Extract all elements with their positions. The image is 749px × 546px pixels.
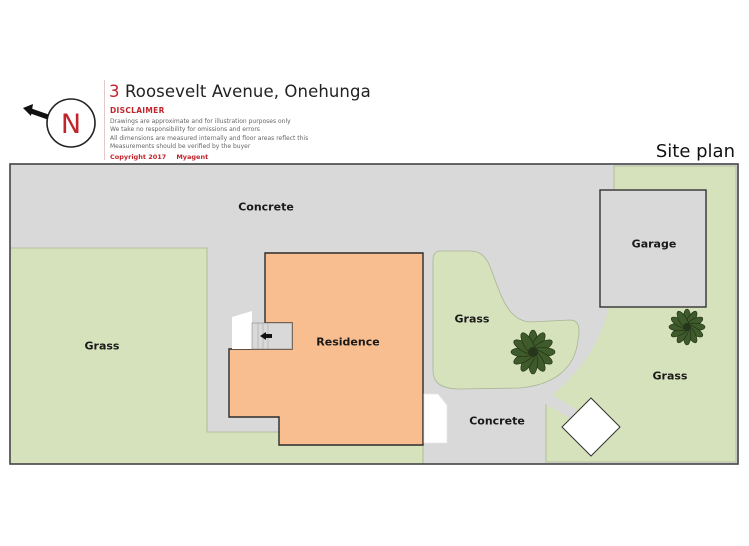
copyright-notice: Copyright 2017 Myagent — [110, 153, 218, 161]
north-arrow-icon: N — [23, 98, 96, 148]
label-garage: Garage — [631, 237, 677, 251]
disclaimer-line: Measurements should be verified by the b… — [110, 142, 251, 150]
entry-porch — [232, 311, 252, 349]
address-street: Roosevelt Avenue, Onehunga — [119, 82, 371, 101]
header-divider — [104, 80, 105, 160]
property-address-title: 3 Roosevelt Avenue, Onehunga — [109, 82, 371, 101]
entry-arrow-icon — [260, 332, 272, 340]
agency-name: Myagent — [176, 153, 209, 161]
plan-title: Site plan — [655, 141, 735, 162]
label-grass-left: Grass — [84, 339, 120, 353]
diamond-structure — [561, 397, 621, 457]
label-residence: Residence — [316, 335, 380, 349]
disclaimer-line: We take no responsibility for omissions … — [110, 126, 260, 134]
garage-building — [599, 189, 707, 308]
disclaimer-text: Drawings are approximate and for illustr… — [110, 118, 308, 151]
tree-icon — [668, 308, 706, 346]
disclaimer-line: Drawings are approximate and for illustr… — [110, 118, 291, 125]
compass-letter: N — [61, 109, 81, 140]
copyright-text: Copyright 2017 — [110, 153, 167, 161]
label-concrete-bottom: Concrete — [469, 414, 525, 428]
label-grass-right: Grass — [652, 369, 688, 383]
side-structure — [423, 393, 448, 444]
disclaimer-title: DISCLAIMER — [110, 106, 165, 115]
label-concrete-top: Concrete — [238, 200, 294, 214]
address-number: 3 — [109, 82, 120, 101]
disclaimer-line: All dimensions are measured internally a… — [110, 134, 309, 142]
tree-icon — [510, 329, 556, 375]
label-grass-center: Grass — [454, 312, 490, 326]
